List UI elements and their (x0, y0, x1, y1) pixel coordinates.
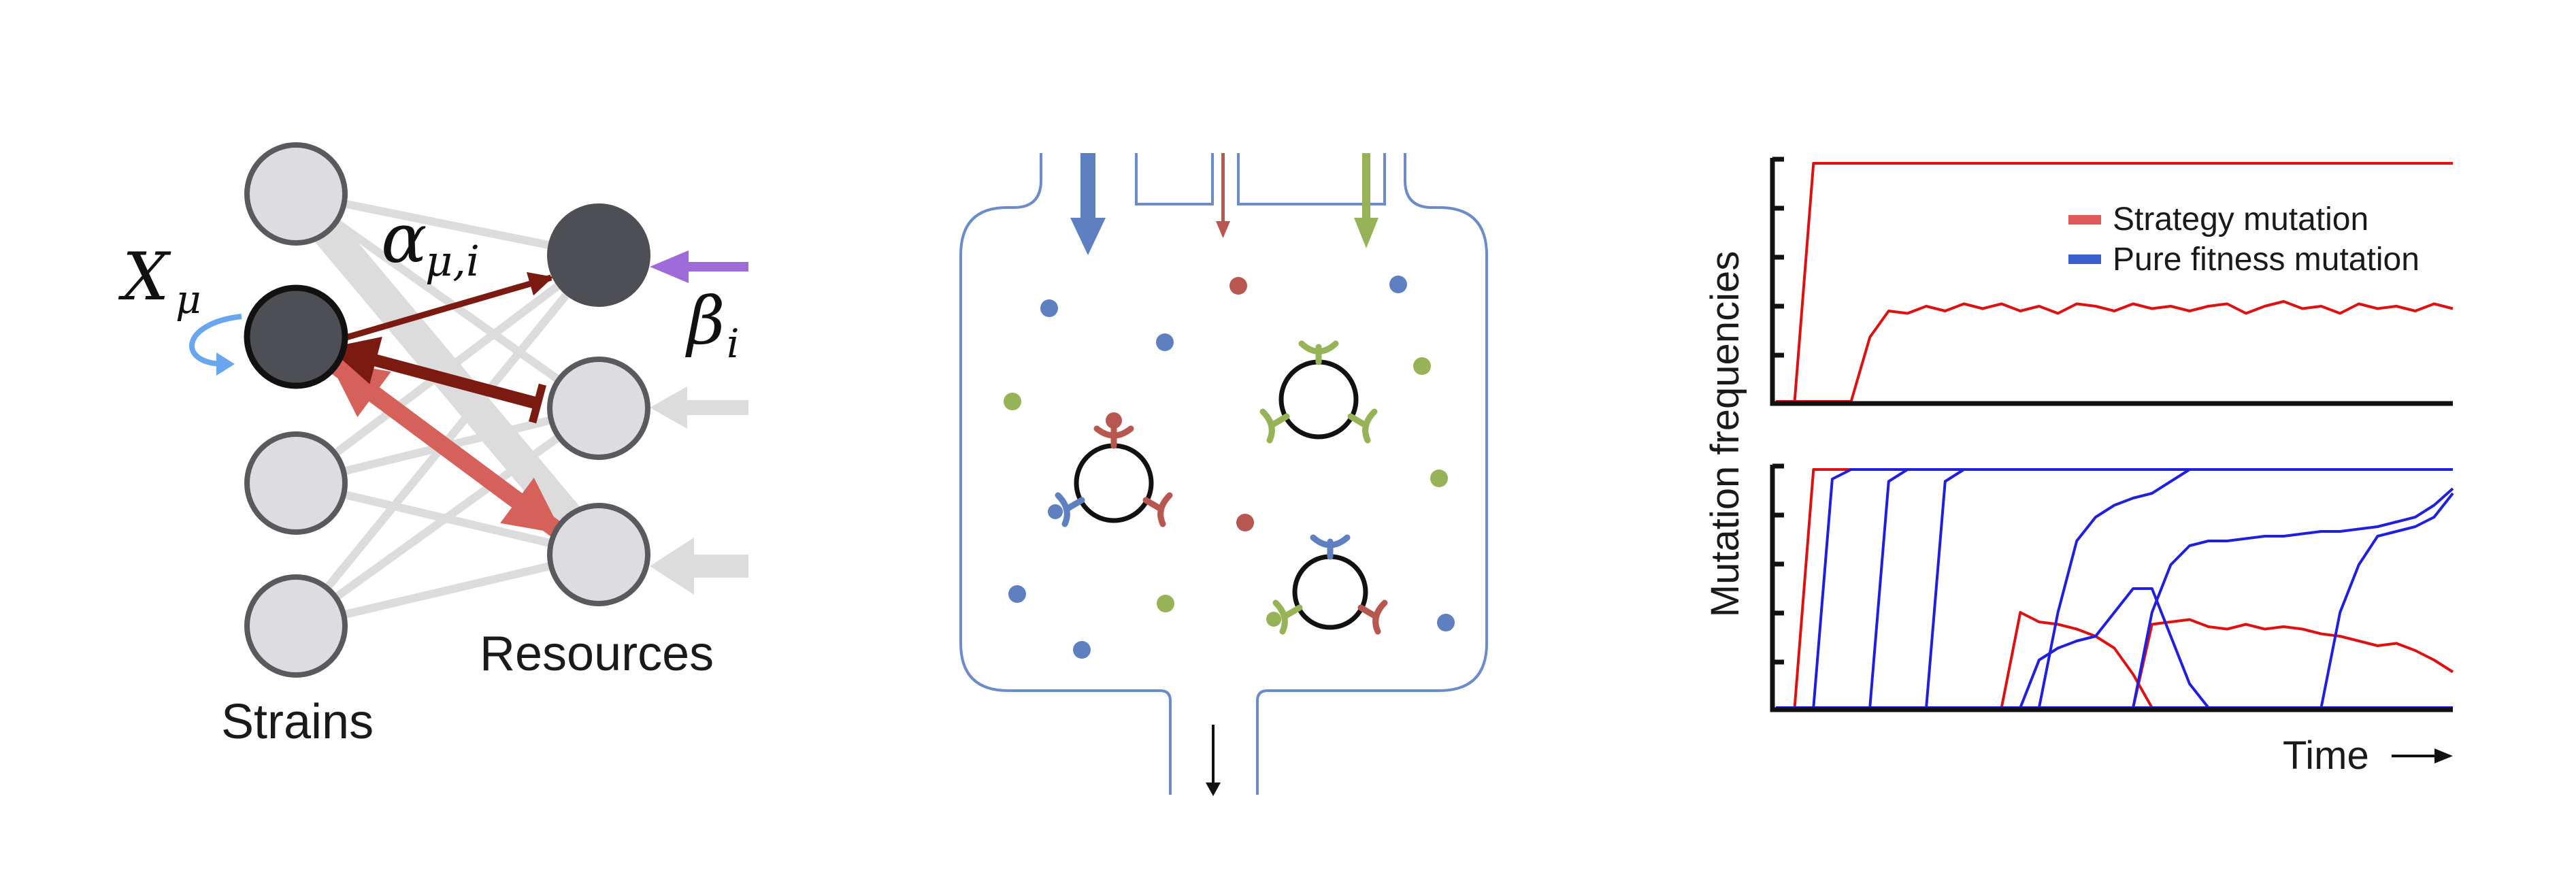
x-axis-label: Time (2283, 734, 2369, 778)
dark-red-thick-arrow (329, 336, 546, 424)
strain-nodes (244, 142, 348, 678)
resource-node-2 (547, 357, 650, 460)
legend: Strategy mutation Pure fitness mutation (2068, 201, 2420, 278)
resource-particles (1004, 276, 1455, 659)
x-symbol: X (118, 239, 171, 315)
beta-arrow (650, 250, 748, 283)
inflow-green-arrow (1354, 153, 1378, 248)
outflow-arrow (1206, 725, 1221, 796)
series-line-1-7 (1776, 487, 2454, 709)
microbe-cell-3 (1266, 534, 1388, 635)
resource-nodes (547, 203, 650, 606)
legend-swatch-fitness (2068, 254, 2101, 264)
resources-label: Resources (480, 627, 714, 681)
strain-node-1 (244, 142, 348, 246)
bottom-axes (1770, 463, 2453, 712)
resource-node-3 (547, 503, 650, 606)
inlet-tube-right (1237, 153, 1386, 205)
series-line-1-6 (1776, 468, 2453, 709)
beta-symbol: β (685, 283, 725, 359)
y-axis-label: Mutation frequencies (1703, 251, 1747, 617)
plot-top (1776, 162, 2454, 403)
series-line-1-8 (1776, 492, 2454, 709)
legend-label-fitness: Pure fitness mutation (2113, 242, 2420, 278)
resource-supply-arrows (650, 386, 748, 595)
consumer-resource-network: α μ,i X μ β i Strains Resources (118, 142, 748, 749)
strain-node-3 (244, 431, 348, 535)
microbe-cell-2 (1259, 340, 1378, 444)
mutation-frequency-plots: Strategy mutation Pure fitness mutation … (1703, 157, 2454, 778)
time-arrow (2392, 748, 2453, 763)
legend-label-strategy: Strategy mutation (2113, 201, 2368, 237)
strain-node-2 (244, 284, 348, 389)
self-loop-arrow (189, 314, 242, 367)
resource-node-1 (547, 203, 650, 307)
inflow-red-arrow (1216, 153, 1230, 238)
series-line-0-0 (1776, 162, 2453, 403)
alpha-subscript: μ,i (425, 236, 480, 286)
inflow-blue-arrow (1070, 153, 1106, 255)
alpha-symbol: α (381, 199, 427, 278)
dark-red-thin-arrow (335, 271, 554, 344)
strain-node-4 (244, 574, 348, 678)
chemostat-outline (959, 153, 1488, 795)
strains-label: Strains (221, 695, 374, 749)
legend-swatch-strategy (2068, 215, 2101, 225)
plot-bottom (1776, 468, 2454, 709)
beta-subscript: i (727, 320, 740, 367)
inlet-tube-left (1135, 153, 1214, 205)
series-line-0-1 (1776, 300, 2454, 403)
x-subscript: μ (176, 276, 201, 323)
chemostat-diagram (959, 153, 1488, 796)
top-axes (1770, 157, 2453, 406)
microbe-cell-1 (1048, 412, 1173, 527)
